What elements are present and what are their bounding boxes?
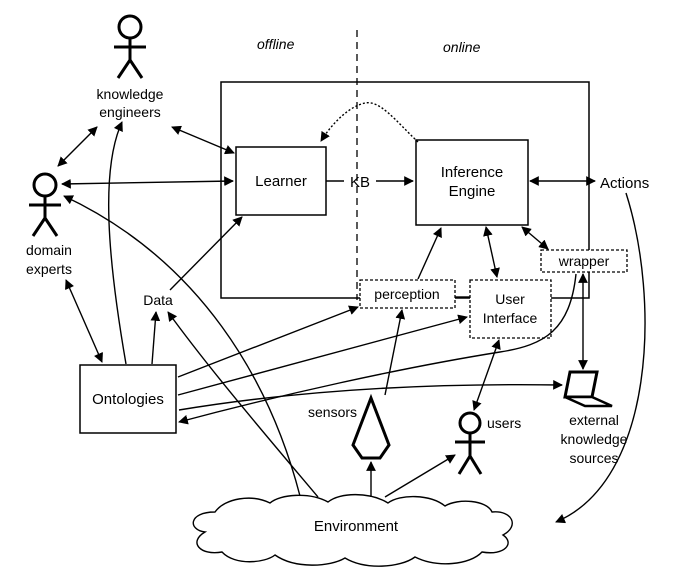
user-interface-label-1: User [495, 291, 525, 307]
edge-de-learner [61, 176, 234, 189]
edge-env-data [167, 311, 319, 498]
online-label: online [443, 39, 481, 55]
knowledge-engineers-figure [114, 14, 146, 79]
edge-ie-learner-feedback [320, 102, 419, 143]
users-figure [455, 411, 485, 475]
edge-env-domain-experts [63, 195, 301, 497]
user-interface-label-2: Interface [483, 310, 538, 326]
ontologies-box [79, 364, 177, 434]
edge-ontologies-ui [177, 314, 468, 396]
perception-label: perception [374, 286, 439, 302]
edge-ontologies-ke [107, 121, 127, 365]
inference-engine-box [415, 139, 529, 226]
learner-label: Learner [255, 173, 307, 190]
ontologies-label: Ontologies [92, 391, 164, 408]
knowledge-engineers-label-2: engineers [99, 104, 161, 120]
environment-cloud [192, 493, 513, 567]
edge-users-ui [472, 339, 501, 411]
inference-engine-label-1: Inference [441, 164, 504, 181]
edge-ke-de [57, 126, 98, 167]
edge-data-learner [169, 216, 243, 291]
edge-ontologies-perception [177, 305, 359, 378]
kb-label: KB [350, 174, 370, 191]
edge-perception-ie [417, 227, 442, 280]
data-label: Data [143, 292, 173, 308]
external-sources-label-3: sources [569, 450, 618, 466]
inference-engine-label-2: Engine [449, 183, 496, 200]
domain-experts-figure [29, 172, 61, 237]
edge-env-users [384, 454, 456, 498]
domain-experts-label-1: domain [26, 242, 72, 258]
users-label: users [487, 415, 521, 431]
edge-ie-ui [483, 226, 500, 278]
knowledge-engineers-label-1: knowledge [97, 86, 164, 102]
domain-experts-label-2: experts [26, 261, 72, 277]
wrapper-label: wrapper [558, 253, 610, 269]
edge-ie-wrapper [521, 226, 549, 250]
edge-ke-learner [171, 125, 235, 155]
sensors-label: sensors [308, 404, 357, 420]
user-interface-box [469, 279, 552, 339]
external-sources-label-2: knowledge [561, 431, 628, 447]
offline-label: offline [257, 36, 295, 52]
actions-label: Actions [600, 175, 649, 192]
learner-box [235, 146, 327, 216]
edge-de-ontologies [65, 279, 103, 363]
external-sources-label-1: external [569, 412, 619, 428]
edge-sensors-perception [384, 309, 406, 396]
edge-wrapper-ontologies [178, 273, 577, 425]
environment-label: Environment [314, 518, 399, 535]
edge-actions-env [555, 192, 646, 524]
perception-box [359, 279, 456, 309]
edge-ontologies-data [150, 311, 161, 365]
wrapper-box [540, 249, 628, 273]
edge-ontologies-laptop [178, 379, 563, 411]
sensors-icon [351, 393, 391, 460]
laptop-icon [563, 370, 613, 408]
